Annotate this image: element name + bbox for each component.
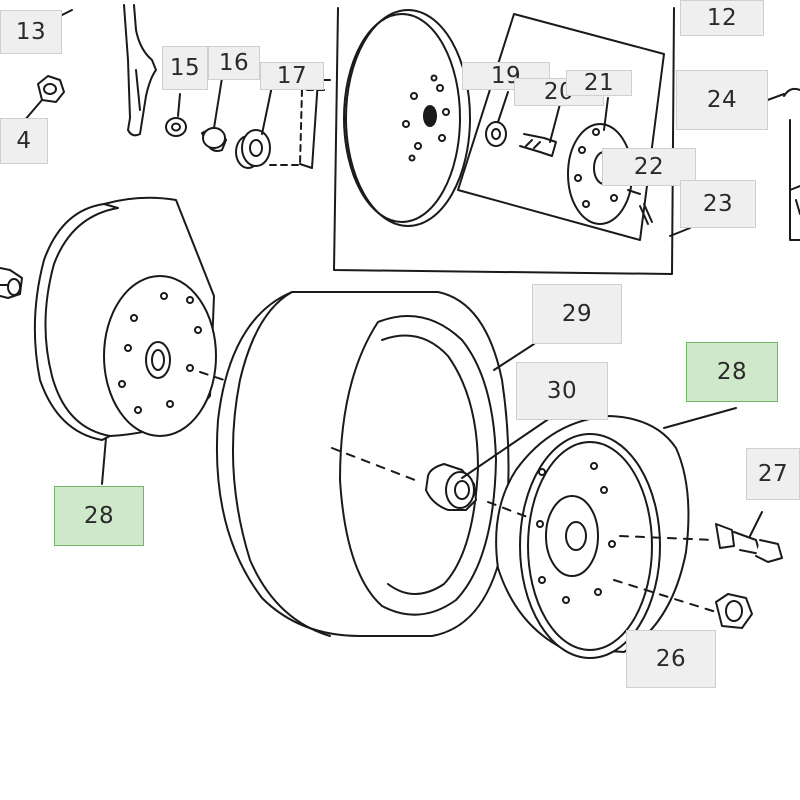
callout-15[interactable]: 15 xyxy=(162,46,208,90)
nut-part-26 xyxy=(715,593,753,629)
callout-28-left[interactable]: 28 xyxy=(54,486,144,546)
callout-29-text: 29 xyxy=(561,301,593,327)
axle-center-line xyxy=(199,371,717,613)
bushing-part-16 xyxy=(201,127,227,152)
assembly-bracket-17 xyxy=(269,89,327,166)
bracket-arm xyxy=(123,4,157,137)
callout-26[interactable]: 26 xyxy=(626,630,716,688)
callout-4[interactable]: 4 xyxy=(0,118,48,164)
callout-22[interactable]: 22 xyxy=(602,148,696,186)
callout-12[interactable]: 12 xyxy=(680,0,764,36)
callout-28-left-text: 28 xyxy=(83,503,115,529)
callout-28-right[interactable]: 28 xyxy=(686,342,778,402)
callout-30-text: 30 xyxy=(546,378,578,404)
washer-part-15 xyxy=(165,117,187,137)
callout-13-text: 13 xyxy=(15,19,47,45)
callout-22-text: 22 xyxy=(633,154,665,180)
callout-16[interactable]: 16 xyxy=(208,46,260,80)
bearing-part-17 xyxy=(235,129,271,169)
callout-27[interactable]: 27 xyxy=(746,448,800,500)
callout-17[interactable]: 17 xyxy=(260,62,324,90)
callout-16-text: 16 xyxy=(218,50,250,76)
bolt-part-27 xyxy=(715,523,783,563)
right-bracket-24 xyxy=(783,87,800,241)
callout-21[interactable]: 21 xyxy=(566,70,632,96)
callout-13[interactable]: 13 xyxy=(0,10,62,54)
callout-28-right-text: 28 xyxy=(716,359,748,385)
bearing-part-30 xyxy=(425,463,477,511)
callout-24-text: 24 xyxy=(706,87,738,113)
inner-hub-box xyxy=(457,13,665,241)
callout-12-text: 12 xyxy=(706,5,738,31)
callout-26-text: 26 xyxy=(655,646,687,672)
callout-27-text: 27 xyxy=(757,461,789,487)
callout-15-text: 15 xyxy=(169,55,201,81)
callout-30[interactable]: 30 xyxy=(516,362,608,420)
callout-21-text: 21 xyxy=(583,70,615,96)
callout-24[interactable]: 24 xyxy=(676,70,768,130)
callout-23-text: 23 xyxy=(702,191,734,217)
inset-box xyxy=(333,7,675,275)
callout-23[interactable]: 23 xyxy=(680,180,756,228)
wheel-half-right xyxy=(495,415,690,659)
nut-part-4 xyxy=(37,75,65,103)
callout-17-text: 17 xyxy=(276,63,308,89)
left-bushing xyxy=(0,267,23,299)
wheel-half-left xyxy=(33,196,217,441)
callout-4-text: 4 xyxy=(16,128,32,154)
assembly-tick-17 xyxy=(299,79,331,169)
callout-29[interactable]: 29 xyxy=(532,284,622,344)
tire-part-29 xyxy=(215,291,510,637)
